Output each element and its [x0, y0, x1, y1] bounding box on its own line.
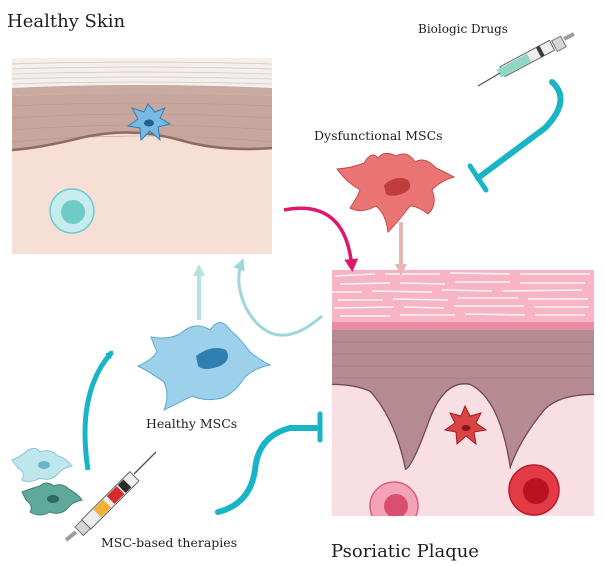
psoriatic-plaque-label: Psoriatic Plaque [331, 541, 479, 562]
dysfunctional-msc-cell [336, 152, 456, 234]
immune-cell-healthy [49, 188, 95, 234]
healthy-msc-cell [136, 322, 272, 412]
healthy-skin-panel [12, 58, 272, 254]
msc-therapy-syringe-icon [64, 451, 157, 542]
immune-cell-pink [369, 481, 419, 516]
small-msc-light-icon [11, 447, 73, 483]
biologic-drug-syringe-icon [477, 32, 575, 87]
immune-cell-red [508, 464, 560, 516]
dysfunctional-mscs-label: Dysfunctional MSCs [314, 128, 443, 143]
biologic-drugs-label: Biologic Drugs [418, 22, 508, 36]
healthy-mscs-label: Healthy MSCs [146, 416, 237, 431]
healthy-to-plaque-arrow [283, 206, 359, 272]
small-msc-dark-icon [21, 482, 83, 516]
therapy-to-msc-arrow [82, 350, 114, 471]
dendritic-cell-plaque [443, 404, 488, 446]
psoriatic-plaque-panel [332, 270, 594, 516]
dendritic-cell-healthy [126, 103, 172, 142]
healthy-skin-label: Healthy Skin [7, 11, 126, 32]
biologic-inhibit-arrow [467, 79, 564, 193]
therapy-inhibit-arrow [215, 411, 323, 515]
msc-therapies-label: MSC-based therapies [101, 535, 237, 550]
plaque-to-healthy-arrow [233, 258, 323, 337]
